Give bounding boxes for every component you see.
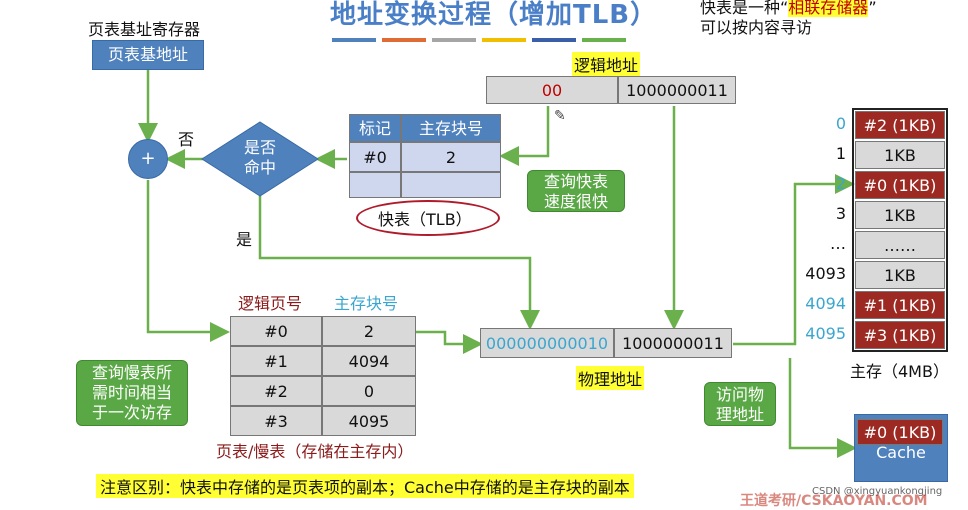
cache-label: Cache [876,443,926,462]
page-table-callout-line2: 需时间相当 [91,383,172,402]
mem-block-0: #2 (1KB) [855,111,945,139]
tlb-callout-line1: 查询快表 [543,172,608,191]
tlb-row1-tag [349,172,401,198]
page-table-header-page: 逻辑页号 [238,294,303,313]
ptr-register-value: 页表基地址 [92,40,204,70]
main-memory-caption: 主存（4MB） [850,362,949,381]
decision-line2: 命中 [243,158,276,177]
page-table-row1-block: 4094 [322,346,416,376]
tlb-caption-circle [356,200,500,236]
mem-index-4093: 4093 [805,264,846,283]
tlb-callout: 查询快表 速度很快 [527,170,625,212]
title-decor-bar [582,38,626,42]
page-table-header-block: 主存块号 [334,294,399,313]
mem-index-3: 3 [835,204,846,223]
page-table-callout-line1: 查询慢表所 [91,363,172,382]
mem-block-4094: #1 (1KB) [855,291,945,319]
title-decor-bar [482,38,526,42]
logical-address-label: 逻辑地址 [572,52,641,76]
tlb-header-tag: 标记 [349,114,401,142]
title-decor-bar [432,38,476,42]
tlb-callout-line2: 速度很快 [543,192,608,211]
watermark: CSDN @xingyuankongjing [812,486,943,497]
mem-index-2: 2 [835,174,846,193]
mem-block-4093: 1KB [855,261,945,289]
page-table-callout-line3: 于一次访存 [91,403,172,422]
decision-line1: 是否 [243,138,276,157]
page-table-callout: 查询慢表所 需时间相当 于一次访存 [76,360,188,426]
mem-index-4095: 4095 [805,324,846,343]
access-callout-line2: 理地址 [715,405,764,424]
mem-block-2: #0 (1KB) [855,171,945,199]
page-table-row0-page: #0 [230,316,322,346]
yes-label: 是 [236,230,253,249]
mem-index-0: 0 [835,114,846,133]
tlb-note: 快表是一种“相联存储器” 可以按内容寻访 [700,0,877,38]
page-table-row3-block: 4095 [322,406,416,436]
mem-index-1: 1 [835,144,846,163]
mem-block-3: 1KB [855,201,945,229]
physical-address-label: 物理地址 [576,366,645,390]
page-table-row2-block: 0 [322,376,416,406]
page-table-row0-block: 2 [322,316,416,346]
tlb-note-line1b: ” [868,0,877,17]
tlb-row0-block: 2 [401,142,501,172]
cache-block: #0 (1KB) [857,419,943,445]
no-label: 否 [178,130,195,149]
adder-circle: + [128,139,168,179]
mem-index-ellipsis: … [830,234,846,253]
title-decor-bar [532,38,576,42]
page-table-row2-page: #2 [230,376,322,406]
logical-page-number: 00 [486,76,618,104]
page-title: 地址变换过程（增加TLB） [330,0,658,30]
tlb-row0-tag: #0 [349,142,401,172]
adder-symbol: + [140,148,156,169]
access-callout-line1: 访问物 [715,385,764,404]
footer-brand: 王道考研/CSKAOYAN.COM [740,493,928,509]
access-callout: 访问物 理地址 [704,382,776,426]
page-table-row3-page: #3 [230,406,322,436]
main-memory-frame [852,108,948,352]
mem-block-4095: #3 (1KB) [855,321,945,349]
page-table-caption: 页表/慢表（存储在主存内） [216,442,414,461]
tlb-header-block: 主存块号 [401,114,501,142]
mem-index-4094: 4094 [805,294,846,313]
mem-block-ellipsis: …… [855,231,945,259]
tlb-row1-block [401,172,501,198]
title-decor-bar [332,38,376,42]
ptr-register-label: 页表基址寄存器 [88,20,201,39]
cache-box: #0 (1KB) Cache [854,414,948,482]
tlb-note-line2: 可以按内容寻访 [700,18,813,37]
title-decor-bar [382,38,426,42]
tlb-note-line1a: 快表是一种“ [700,0,789,17]
page-table-row1-page: #1 [230,346,322,376]
mem-block-1: 1KB [855,141,945,169]
decision-text: 是否 命中 [232,138,288,178]
tlb-caption: 快表（TLB） [378,210,472,229]
tlb-note-highlight: 相联存储器 [788,0,869,17]
logical-offset: 1000000011 [618,76,736,104]
physical-block-number: 000000000010 [480,328,614,358]
pencil-icon: ✎ [554,108,566,124]
physical-offset: 1000000011 [614,328,732,358]
bottom-note: 注意区别：快表中存储的是页表项的副本；Cache中存储的是主存块的副本 [96,474,634,498]
